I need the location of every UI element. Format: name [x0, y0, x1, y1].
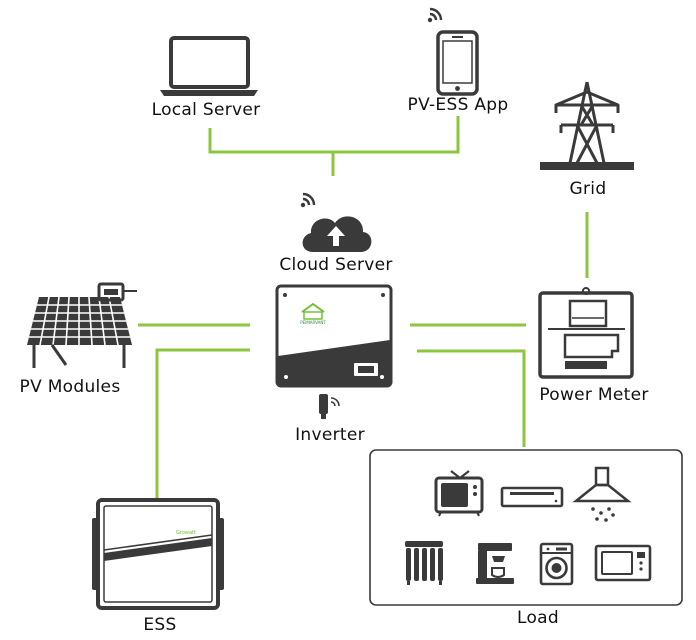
power-meter-icon: [538, 287, 634, 379]
load-label: Load: [517, 608, 559, 628]
pv-label: PV Modules: [20, 377, 121, 397]
load-group: [369, 449, 683, 606]
link-ess-inverter: [155, 348, 250, 498]
wifi-icon: [427, 7, 443, 23]
solar-panel-icon: [27, 282, 137, 368]
wifi-icon: [300, 192, 316, 208]
battery-storage-icon: Growatt: [92, 498, 224, 610]
link-local-server: [208, 128, 333, 154]
ess-label: ESS: [143, 615, 176, 635]
ess-logo-text: Growatt: [176, 530, 196, 536]
microwave-icon: [594, 544, 652, 582]
cloud-upload-icon: [302, 216, 372, 252]
link-inverter-load: [417, 349, 526, 447]
meter-label: Power Meter: [539, 385, 648, 405]
washing-machine-icon: [539, 542, 574, 586]
local-server-label: Local Server: [152, 100, 261, 120]
connection-lines: [138, 116, 589, 498]
transmission-tower-icon: [540, 81, 634, 170]
cloud-label: Cloud Server: [279, 255, 392, 275]
app-label: PV-ESS App: [408, 95, 509, 115]
range-hood-icon: [572, 466, 632, 522]
grid-label: Grid: [570, 179, 607, 199]
dvd-player-icon: [500, 486, 564, 508]
tv-icon: [434, 470, 484, 517]
laptop-icon: [160, 36, 258, 96]
inverter-logo-text: PEIMARVANT: [300, 320, 326, 325]
inverter-label: Inverter: [295, 425, 365, 445]
inverter-logo-icon: PEIMARVANT: [300, 302, 326, 325]
link-app: [333, 116, 460, 154]
inverter-icon: PEIMARVANT: [275, 284, 393, 388]
smartphone-icon: [436, 30, 479, 96]
coffee-machine-icon: [476, 543, 514, 584]
wifi-dongle-icon: [319, 394, 340, 419]
oil-heater-icon: [405, 541, 443, 585]
